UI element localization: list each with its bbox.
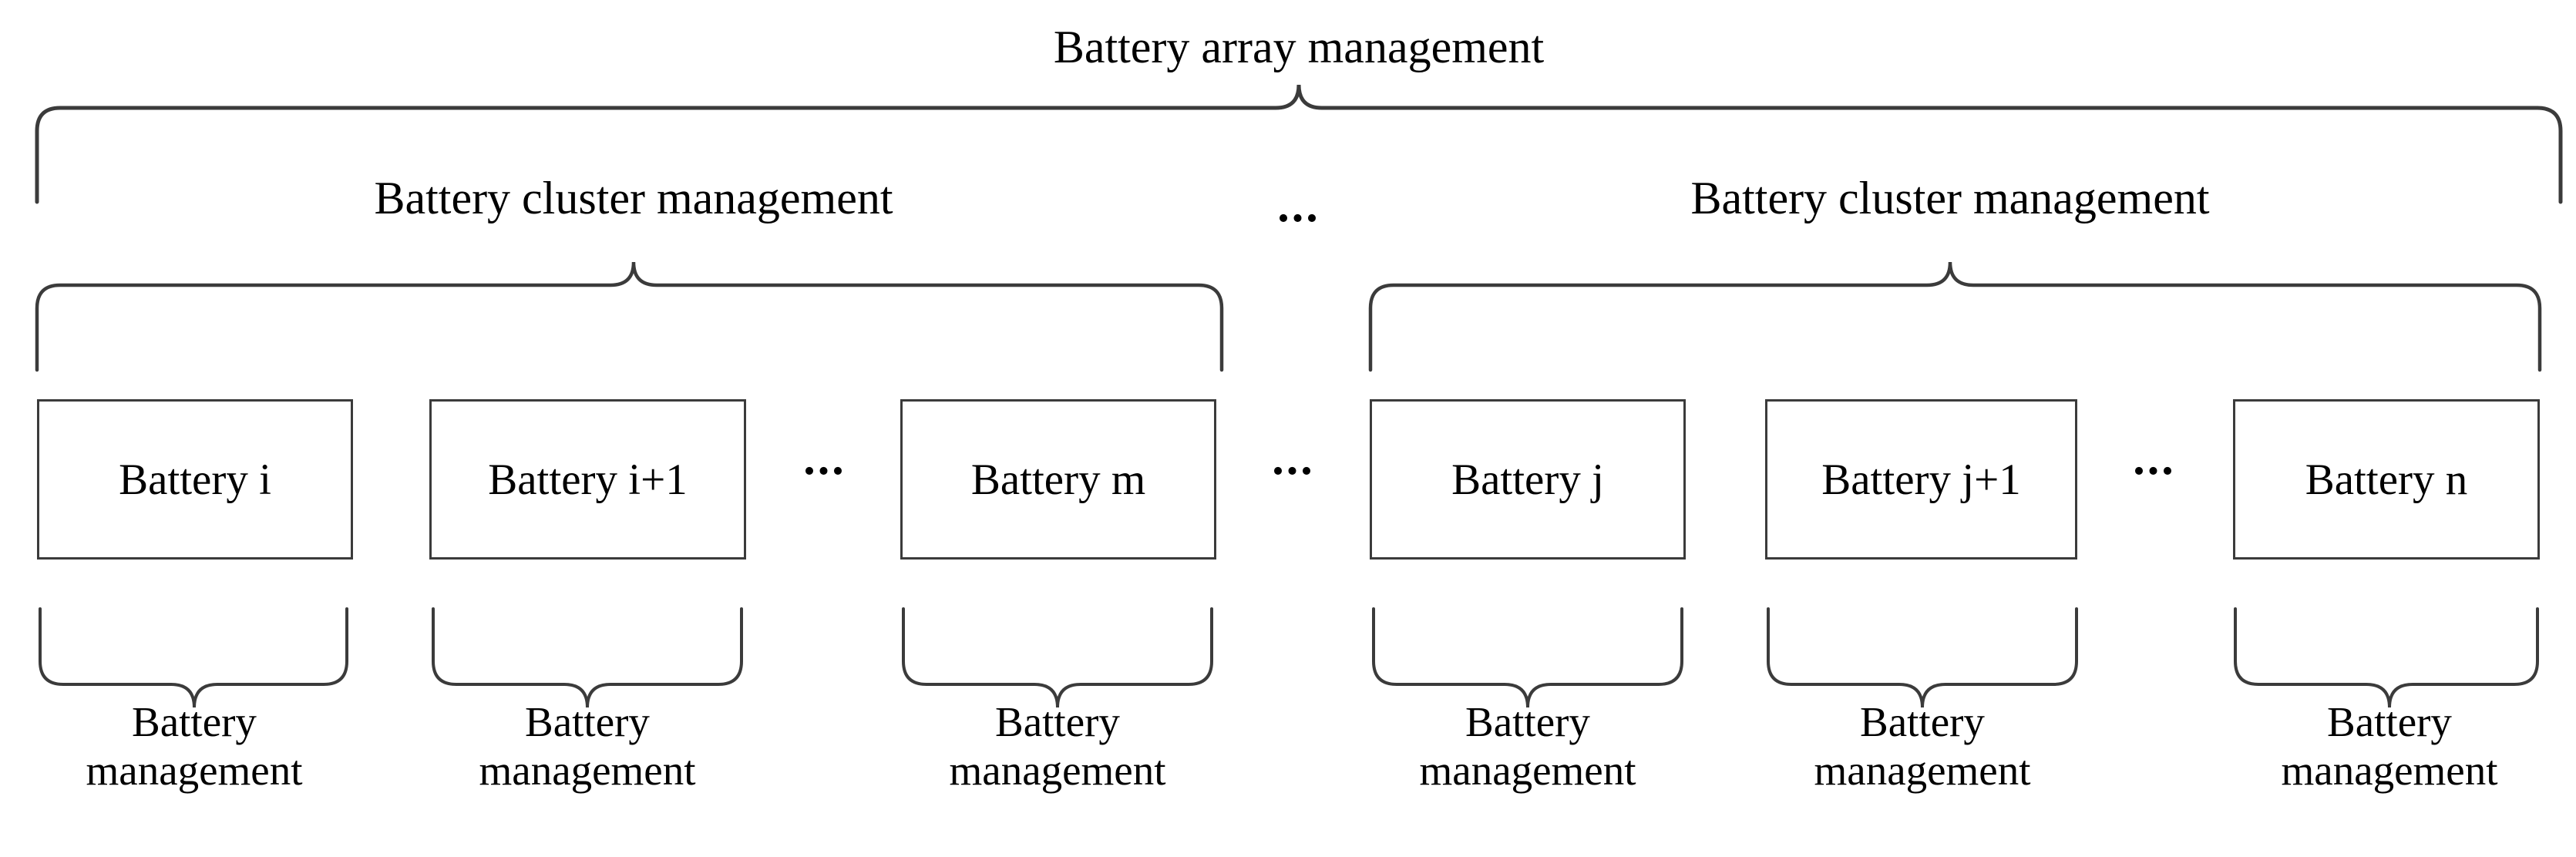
battery-box-label: Battery j: [1451, 455, 1604, 504]
battery-brace-6: [2234, 607, 2539, 708]
cluster-separator-ellipsis: ...: [1277, 180, 1320, 232]
battery-box-j[interactable]: Battery j: [1370, 399, 1686, 560]
battery-box-label: Battery n: [2305, 455, 2468, 504]
intra-cluster-ellipsis-left: ...: [803, 432, 846, 485]
battery-management-label-6: Battery management: [2281, 698, 2498, 795]
battery-box-label: Battery i: [119, 455, 271, 504]
battery-box-m[interactable]: Battery m: [900, 399, 1216, 560]
battery-brace-1: [39, 607, 348, 708]
battery-box-label: Battery i+1: [488, 455, 688, 504]
battery-box-label: Battery j+1: [1821, 455, 2021, 504]
battery-box-j-plus-1[interactable]: Battery j+1: [1765, 399, 2077, 560]
cluster-label-right: Battery cluster management: [1690, 173, 2210, 223]
intra-cluster-ellipsis-right: ...: [2133, 432, 2176, 485]
battery-management-label-3: Battery management: [949, 698, 1166, 795]
battery-brace-5: [1767, 607, 2078, 708]
array-brace: [35, 84, 2563, 204]
cluster-label-left: Battery cluster management: [374, 173, 893, 223]
battery-brace-3: [902, 607, 1213, 708]
battery-box-i[interactable]: Battery i: [37, 399, 353, 560]
battery-box-i-plus-1[interactable]: Battery i+1: [429, 399, 746, 560]
cluster-gap-ellipsis: ...: [1272, 432, 1315, 485]
battery-brace-4: [1372, 607, 1683, 708]
battery-box-label: Battery m: [970, 455, 1146, 504]
cluster-brace-right: [1368, 261, 2542, 372]
battery-management-label-1: Battery management: [86, 698, 303, 795]
battery-brace-2: [432, 607, 743, 708]
battery-management-label-4: Battery management: [1419, 698, 1636, 795]
cluster-brace-left: [35, 261, 1224, 372]
battery-management-label-5: Battery management: [1814, 698, 2031, 795]
page-title: Battery array management: [1053, 22, 1545, 72]
battery-management-label-2: Battery management: [479, 698, 696, 795]
battery-box-n[interactable]: Battery n: [2233, 399, 2540, 560]
